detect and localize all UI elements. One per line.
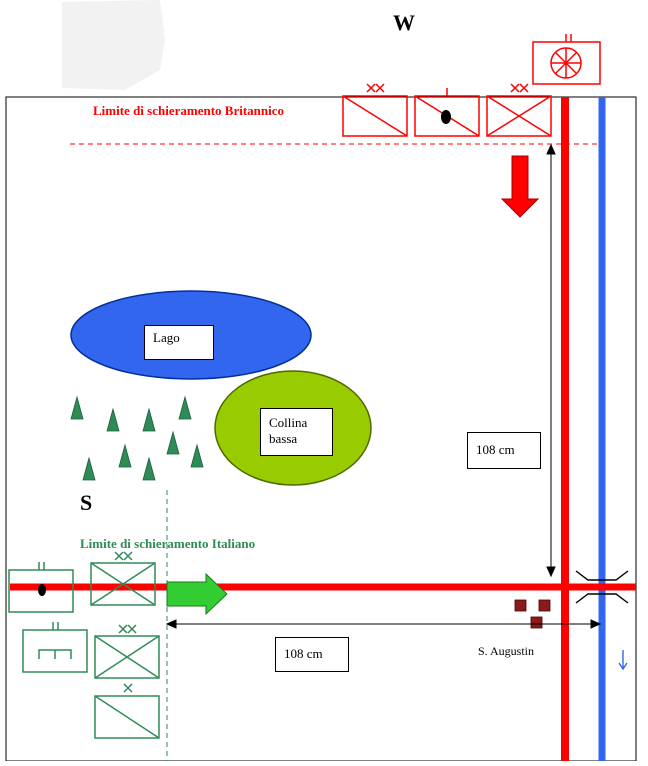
tree — [82, 456, 96, 481]
house — [514, 599, 527, 612]
measure-vertical — [546, 143, 556, 578]
british-unit-3 — [486, 83, 552, 137]
italian-infantry-unit-2 — [94, 624, 160, 679]
river-flow-arrow — [618, 650, 628, 671]
house — [530, 616, 543, 629]
italian-engineer-unit — [22, 622, 88, 673]
lake-label: Lago — [144, 325, 214, 360]
faded-background-shape — [62, 0, 165, 90]
british-deployment-label: Limite di schieramento Britannico — [93, 103, 285, 118]
compass-south: S — [80, 490, 93, 515]
measure-horizontal — [165, 619, 602, 629]
tree — [118, 443, 132, 468]
hill-label-line2: bassa — [269, 431, 298, 446]
italian-deployment-label: Limite di schieramento Italiano — [80, 536, 256, 551]
british-unit-2-dot — [441, 110, 451, 124]
house — [538, 599, 551, 612]
hill-label: Collina bassa — [260, 408, 333, 456]
hill-label-line1: Collina — [269, 415, 308, 430]
italian-heavy-unit-dot — [38, 584, 46, 596]
town-s-augustin — [514, 599, 551, 629]
tree — [166, 430, 180, 455]
tree — [142, 456, 156, 481]
vertical-distance-label: 108 cm — [467, 432, 541, 469]
british-advance-arrow — [500, 155, 540, 218]
british-unit-1 — [342, 83, 408, 137]
italian-infantry-unit-1 — [90, 551, 156, 606]
italian-heavy-unit — [8, 562, 74, 613]
italian-infantry-unit-3 — [94, 683, 160, 739]
italian-advance-arrow — [166, 572, 228, 616]
forest — [70, 395, 204, 481]
town-label: S. Augustin — [478, 644, 535, 658]
tree — [142, 407, 156, 432]
tree — [70, 395, 84, 420]
british-hq-unit — [532, 34, 601, 85]
tree — [178, 395, 192, 420]
tree — [106, 407, 120, 432]
compass-west: W — [393, 10, 415, 35]
tree — [190, 443, 204, 468]
bridge — [575, 570, 629, 604]
horizontal-distance-label: 108 cm — [275, 637, 349, 672]
